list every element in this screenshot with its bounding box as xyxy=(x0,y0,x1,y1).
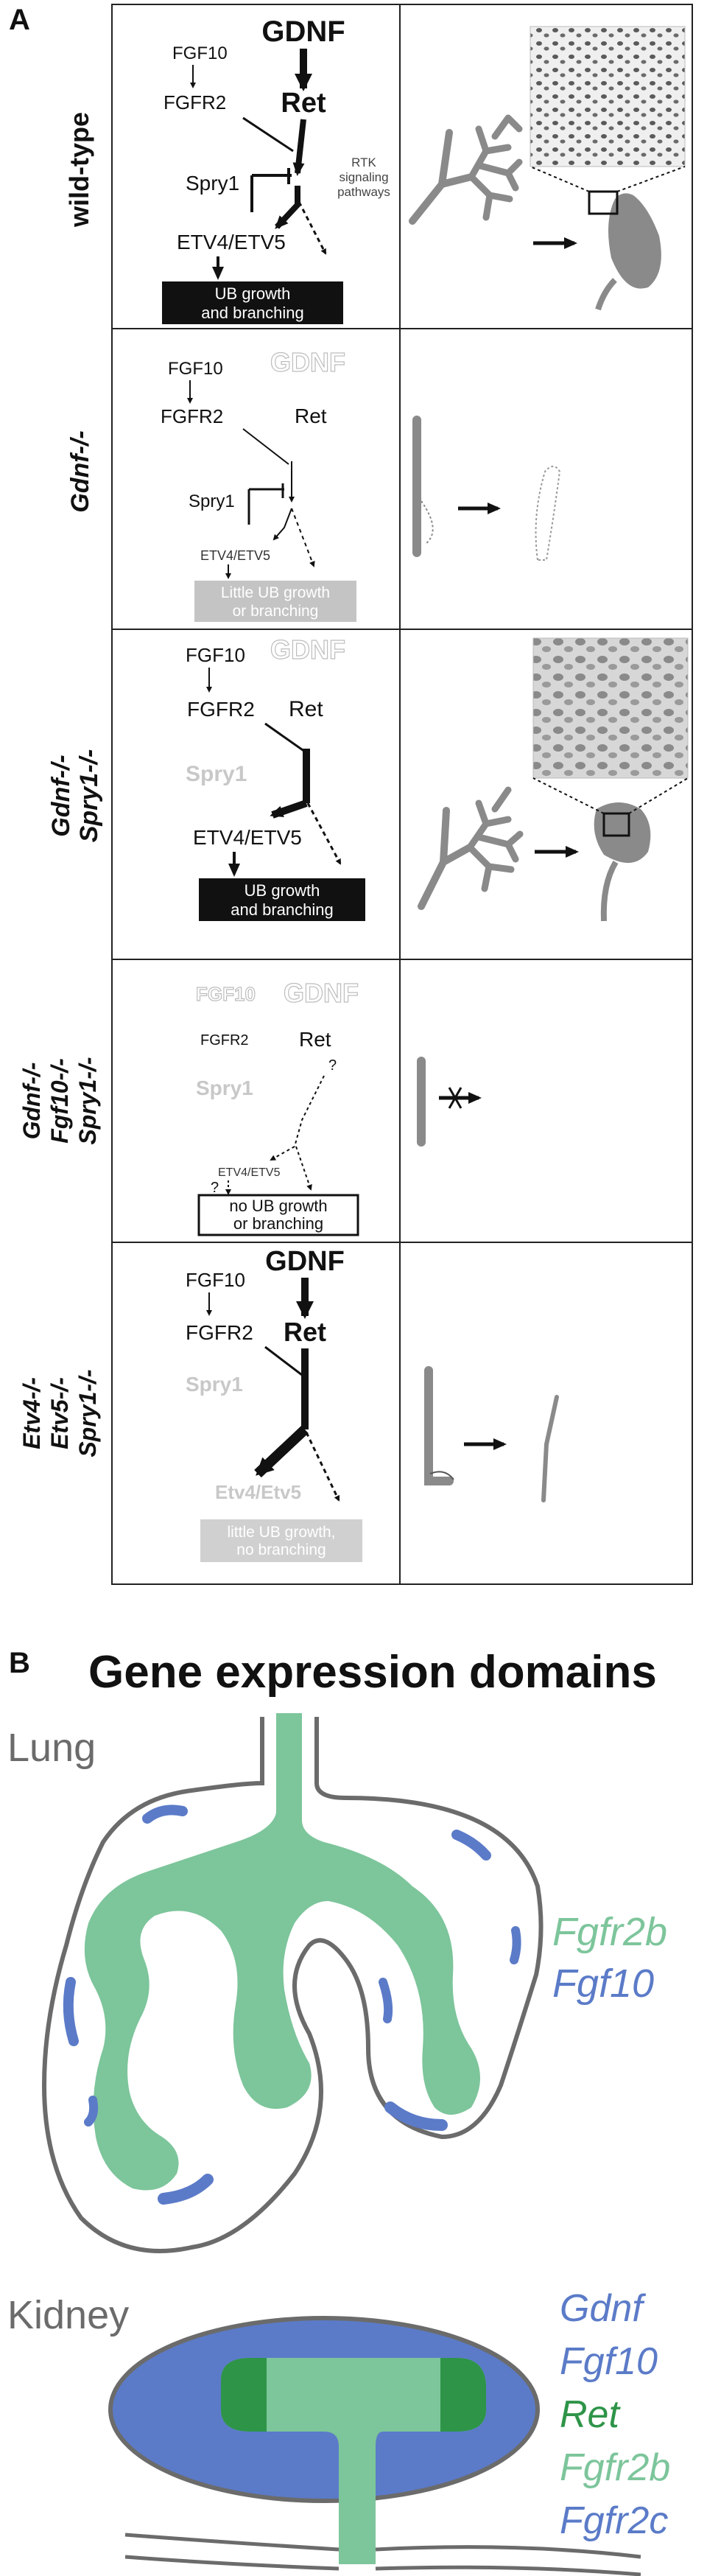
svg-text:Little UB growth: Little UB growth xyxy=(221,584,330,601)
svg-text:GDNF: GDNF xyxy=(284,978,359,1008)
svg-text:and branching: and branching xyxy=(201,304,303,322)
svg-text:?: ? xyxy=(328,1057,337,1074)
svg-text:Spry1-/-: Spry1-/- xyxy=(74,1057,101,1144)
panel-a-table xyxy=(111,4,693,1585)
kidney-legend-fgfr2c: Fgfr2c xyxy=(560,2499,668,2542)
svg-text:and branching: and branching xyxy=(231,900,333,919)
svg-text:or branching: or branching xyxy=(233,603,319,620)
row-label-gdnf-spry1: Gdnf-/- Spry1-/- xyxy=(47,749,103,843)
gdnf-label: GDNF xyxy=(261,15,345,48)
svg-text:little UB growth,: little UB growth, xyxy=(227,1524,335,1541)
row5-pathway: GDNF FGF10 FGFR2 Ret Spry1 Etv4/Etv5 lit… xyxy=(186,1246,362,1562)
svg-text:FGFR2: FGFR2 xyxy=(186,1321,253,1344)
row4-pathway: FGF10 GDNF FGFR2 Ret Spry1 ? ETV4/ETV5 ?… xyxy=(195,977,359,1236)
kidney-legend-ret: Ret xyxy=(560,2393,621,2436)
svg-text:ETV4/ETV5: ETV4/ETV5 xyxy=(193,826,302,849)
svg-text:Gdnf-/-: Gdnf-/- xyxy=(18,1063,45,1140)
svg-text:signaling: signaling xyxy=(339,170,388,184)
svg-text:UB growth: UB growth xyxy=(215,284,291,303)
row2-phenotype xyxy=(412,416,561,561)
svg-text:Spry1: Spry1 xyxy=(196,1077,253,1099)
svg-text:Ret: Ret xyxy=(289,697,323,721)
row3-phenotype xyxy=(418,637,689,922)
svg-text:ETV4/ETV5: ETV4/ETV5 xyxy=(218,1166,281,1179)
lung-legend-fgf10: Fgf10 xyxy=(552,1961,654,2006)
kidney-label: Kidney xyxy=(7,2293,129,2337)
svg-text:FGFR2: FGFR2 xyxy=(200,1032,249,1049)
svg-text:FGF10: FGF10 xyxy=(186,644,245,666)
row2-pathway: GDNF FGF10 FGFR2 Ret Spry1 ETV4/ETV5 Lit… xyxy=(161,346,356,622)
row1-pathway: GDNF FGF10 FGFR2 Ret Spry1 RTK signaling… xyxy=(162,15,390,324)
svg-text:GDNF: GDNF xyxy=(270,634,345,665)
svg-text:Etv5-/-: Etv5-/- xyxy=(46,1377,73,1449)
svg-text:Gdnf-/-: Gdnf-/- xyxy=(66,430,94,512)
svg-text:?: ? xyxy=(211,1180,219,1196)
svg-text:Ret: Ret xyxy=(295,405,327,427)
svg-text:Spry1: Spry1 xyxy=(189,491,235,511)
svg-text:Gdnf-/-: Gdnf-/- xyxy=(47,755,75,836)
svg-text:Etv4/Etv5: Etv4/Etv5 xyxy=(215,1481,301,1503)
kidney-diagram xyxy=(108,2316,641,2576)
row4-phenotype xyxy=(417,1057,482,1147)
svg-text:FGF10: FGF10 xyxy=(196,983,256,1005)
svg-text:pathways: pathways xyxy=(337,185,390,199)
svg-text:UB growth: UB growth xyxy=(245,881,320,900)
svg-text:or branching: or branching xyxy=(233,1214,323,1233)
svg-text:ETV4/ETV5: ETV4/ETV5 xyxy=(200,548,270,563)
svg-text:no UB growth: no UB growth xyxy=(229,1197,327,1215)
svg-text:FGFR2: FGFR2 xyxy=(161,405,223,427)
svg-text:Spry1-/-: Spry1-/- xyxy=(75,749,103,843)
svg-text:Spry1-/-: Spry1-/- xyxy=(74,1369,101,1457)
svg-text:FGFR2: FGFR2 xyxy=(187,698,255,721)
fgfr2-label: FGFR2 xyxy=(163,91,226,113)
row-label-etv4-etv5-spry1: Etv4-/- Etv5-/- Spry1-/- xyxy=(18,1369,101,1457)
svg-text:FGF10: FGF10 xyxy=(168,359,223,379)
row-label-gdnf: Gdnf-/- xyxy=(66,430,94,512)
lung-legend-fgfr2b: Fgfr2b xyxy=(552,1910,667,1954)
svg-text:Ret: Ret xyxy=(299,1028,331,1051)
svg-text:FGF10: FGF10 xyxy=(186,1269,245,1291)
svg-text:RTK: RTK xyxy=(351,155,376,169)
row-label-wildtype: wild-type xyxy=(64,112,94,228)
svg-text:wild-type: wild-type xyxy=(64,112,94,228)
kidney-legend-fgfr2b: Fgfr2b xyxy=(560,2446,670,2489)
lung-label: Lung xyxy=(7,1726,96,1770)
svg-text:GDNF: GDNF xyxy=(265,1246,345,1277)
svg-text:Spry1: Spry1 xyxy=(186,1373,243,1396)
row5-phenotype xyxy=(424,1366,559,1502)
lung-diagram xyxy=(41,1713,544,2253)
fgf10-label: FGF10 xyxy=(172,43,228,63)
row1-phenotype xyxy=(409,26,686,311)
row3-pathway: GDNF FGF10 FGFR2 Ret Spry1 ETV4/ETV5 UB … xyxy=(186,634,365,921)
gdnf-faded-label: GDNF xyxy=(270,347,345,377)
svg-text:Spry1: Spry1 xyxy=(186,762,247,786)
panel-b-label: B xyxy=(9,1647,30,1679)
svg-text:Fgf10-/-: Fgf10-/- xyxy=(46,1058,73,1144)
panel-a-label: A xyxy=(9,4,30,36)
kidney-legend-gdnf: Gdnf xyxy=(560,2287,646,2330)
etv-label: ETV4/ETV5 xyxy=(177,231,286,253)
row-label-gdnf-fgf10-spry1: Gdnf-/- Fgf10-/- Spry1-/- xyxy=(18,1057,101,1144)
svg-text:no branching: no branching xyxy=(236,1541,326,1558)
ret-label: Ret xyxy=(281,88,326,119)
spry1-label: Spry1 xyxy=(186,172,239,195)
svg-text:Etv4-/-: Etv4-/- xyxy=(18,1377,45,1449)
kidney-legend-fgf10: Fgf10 xyxy=(560,2340,658,2383)
panel-b-title: Gene expression domains xyxy=(88,1647,657,1698)
svg-text:Ret: Ret xyxy=(284,1317,326,1347)
